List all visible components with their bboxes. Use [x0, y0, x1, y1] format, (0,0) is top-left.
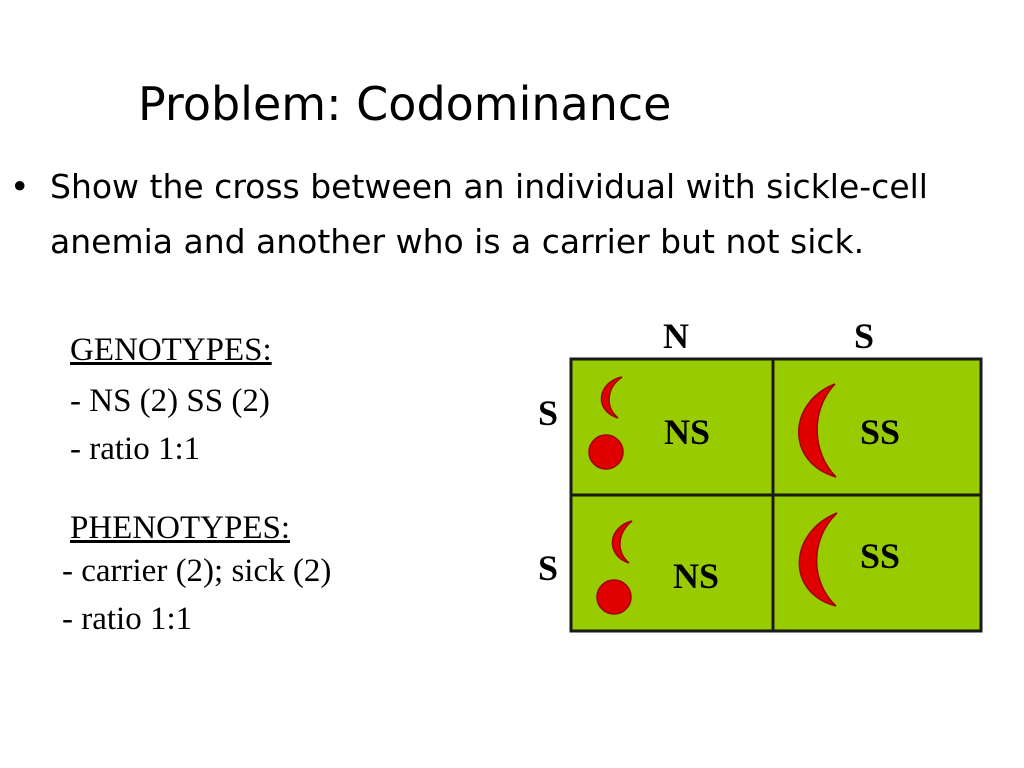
genotype-cell-r2c1: NS — [673, 556, 719, 596]
sickle-cell-icon — [798, 512, 838, 607]
genotypes-line-2: - ratio 1:1 — [70, 431, 201, 467]
row-header-1: S — [538, 393, 558, 433]
bullet-icon: • — [10, 167, 30, 206]
genotypes-line-1: - NS (2) SS (2) — [70, 383, 270, 419]
row-header-2: S — [538, 548, 558, 588]
col-header-2: S — [854, 316, 874, 356]
genotype-cell-r2c2: SS — [860, 536, 900, 576]
sickle-and-round-cell-icon — [588, 376, 624, 470]
genotypes-heading: GENOTYPES: — [70, 332, 272, 368]
sickle-cell-icon — [798, 383, 837, 478]
punnett-cell-r1c1 — [569, 357, 775, 497]
phenotypes-line-2: - ratio 1:1 — [62, 601, 193, 637]
slide-title: Problem: Codominance — [138, 77, 672, 131]
phenotypes-line-1: - carrier (2); sick (2) — [62, 553, 332, 589]
problem-text: Show the cross between an individual wit… — [50, 167, 928, 261]
sickle-and-round-cell-icon — [596, 520, 633, 615]
phenotypes-heading: PHENOTYPES: — [70, 510, 291, 546]
genotype-cell-r1c1: NS — [664, 412, 710, 452]
col-header-1: N — [663, 316, 689, 356]
genotype-cell-r1c2: SS — [860, 412, 900, 452]
